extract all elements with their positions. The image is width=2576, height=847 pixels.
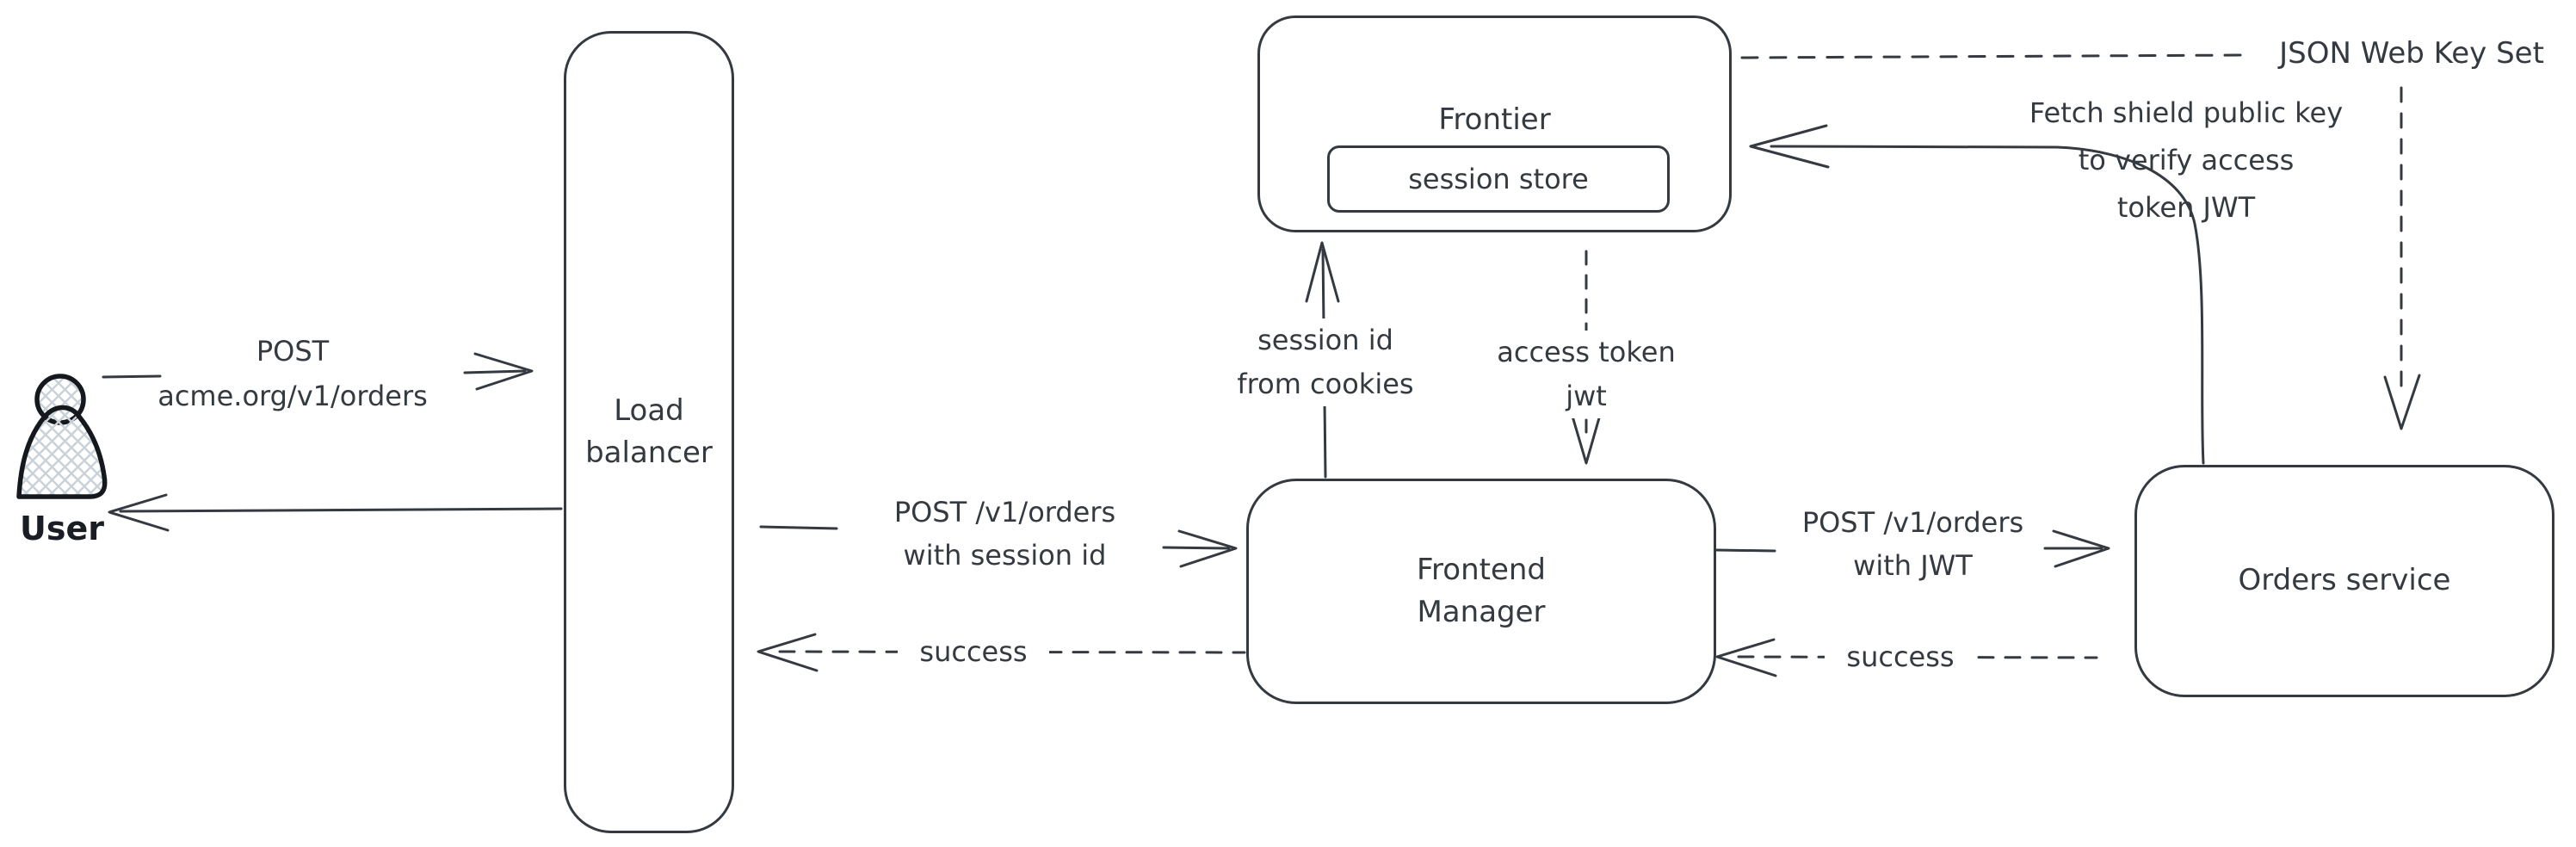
edge-label-access-token-jwt: access token jwt: [1478, 331, 1695, 418]
load-balancer-label-line2: balancer: [585, 436, 713, 470]
edge-label-fetch-shield-key-line1: Fetch shield public key: [2029, 96, 2344, 129]
edge-label-fetch-shield-key-line2: to verify access: [2078, 144, 2295, 176]
edge-label-access-token-jwt-line1: access token: [1497, 336, 1676, 368]
arrow-user-to-lb: [102, 352, 534, 391]
edge-label-post-acme-line1: POST: [256, 335, 330, 368]
edge-label-post-session-id-line2: with session id: [903, 539, 1107, 572]
edge-label-post-acme: POST acme.org/v1/orders: [120, 329, 465, 418]
node-frontend-manager: Frontend Manager: [1246, 479, 1716, 704]
edge-label-session-id-cookies-line1: session id: [1257, 324, 1393, 356]
arrow-fm-to-orders: [1714, 529, 2110, 568]
node-load-balancer: Load balancer: [564, 31, 734, 833]
edge-label-fetch-shield-key-line3: token JWT: [2116, 191, 2256, 224]
node-session-store: session store: [1327, 145, 1670, 213]
user-label: User: [20, 510, 104, 547]
arrow-lb-to-user: [108, 493, 563, 532]
arrow-lb-to-fm: [759, 525, 1238, 568]
arrow-jwks-to-orders: [2383, 86, 2421, 430]
jwks-label: JSON Web Key Set: [2279, 36, 2544, 71]
user-icon: [16, 374, 108, 499]
edge-label-post-jwt-line2: with JWT: [1853, 549, 1973, 582]
edge-label-success-fm-lb: success: [898, 631, 1049, 672]
orders-service-label: Orders service: [2238, 563, 2451, 598]
node-orders-service: Orders service: [2134, 465, 2554, 697]
arrow-orders-to-frontier: [1749, 124, 2205, 465]
edge-label-fetch-shield-key: Fetch shield public key to verify access…: [1971, 90, 2401, 232]
load-balancer-label-line1: Load: [614, 393, 684, 428]
node-frontier: Frontier session store: [1257, 15, 1732, 232]
arrow-fm-to-lb-success: [757, 633, 1246, 672]
frontend-manager-label-line2: Manager: [1417, 595, 1546, 629]
edge-label-post-jwt: POST /v1/orders with JWT: [1751, 501, 2074, 587]
edge-label-session-id-cookies-line2: from cookies: [1237, 368, 1414, 400]
session-store-label: session store: [1408, 162, 1589, 195]
edge-label-post-session-id-line1: POST /v1/orders: [893, 496, 1116, 529]
edge-label-post-session-id: POST /v1/orders with session id: [843, 491, 1166, 577]
edge-label-session-id-cookies: session id from cookies: [1215, 318, 1436, 406]
frontend-manager-label-line1: Frontend: [1416, 552, 1547, 587]
edge-label-post-jwt-line1: POST /v1/orders: [1801, 506, 2024, 539]
edge-label-success-orders-fm: success: [1825, 636, 1976, 677]
arrow-orders-to-fm-success: [1715, 638, 2098, 677]
frontier-title: Frontier: [1438, 102, 1551, 137]
edge-label-access-token-jwt-line2: jwt: [1566, 380, 1607, 412]
line-frontier-to-jwks: [1740, 53, 2250, 59]
edge-label-post-acme-line2: acme.org/v1/orders: [158, 380, 428, 412]
